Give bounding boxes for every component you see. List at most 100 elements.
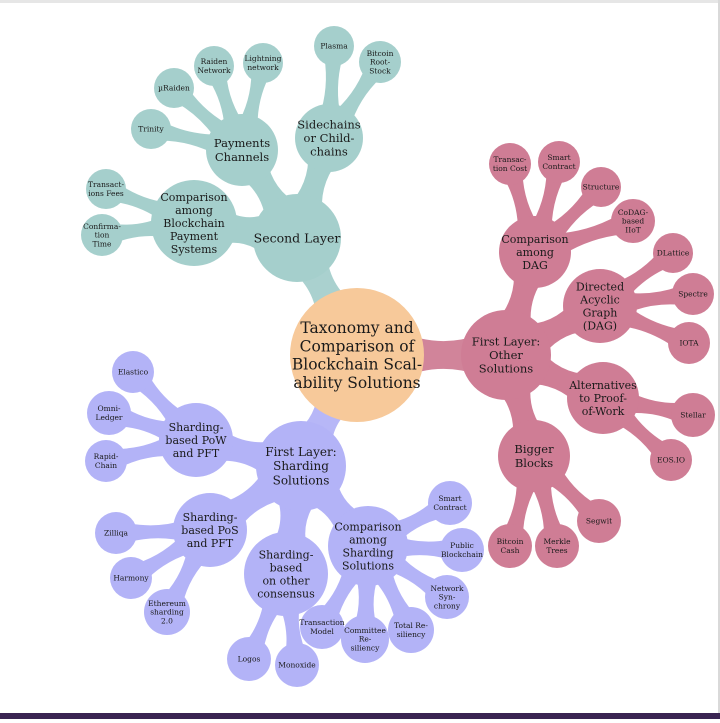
node-circle bbox=[671, 393, 715, 437]
node-label: Harmony bbox=[113, 574, 149, 583]
node-circle bbox=[668, 322, 710, 364]
node-circle bbox=[611, 199, 655, 243]
node-circle bbox=[154, 68, 194, 108]
node-circle bbox=[131, 109, 171, 149]
node-label: Transact-ions Fees bbox=[88, 180, 124, 198]
node-circle bbox=[112, 351, 154, 393]
node-iota: IOTA bbox=[668, 322, 710, 364]
node-label: Omni-Ledger bbox=[95, 404, 122, 422]
node-omni-ledger: Omni-Ledger bbox=[87, 391, 131, 435]
node-circle bbox=[244, 532, 328, 616]
node-label: µRaiden bbox=[158, 84, 190, 93]
taskbar-strip bbox=[0, 713, 720, 719]
node-trinity: Trinity bbox=[131, 109, 171, 149]
node-circle bbox=[256, 421, 346, 511]
node-label: Second Layer bbox=[254, 230, 341, 245]
node-elastico: Elastico bbox=[112, 351, 154, 393]
node-circle bbox=[144, 589, 190, 635]
node-label: Spectre bbox=[678, 290, 708, 299]
node-circle bbox=[653, 233, 693, 273]
node-label: Transac-tion Cost bbox=[493, 155, 527, 173]
node-circle bbox=[328, 506, 408, 586]
node-circle bbox=[85, 440, 127, 482]
node-µraiden: µRaiden bbox=[154, 68, 194, 108]
node-label: Rapid-Chain bbox=[94, 452, 119, 470]
node-circle bbox=[110, 557, 152, 599]
node-circle bbox=[87, 391, 131, 435]
node-circle bbox=[81, 214, 123, 256]
node-stellar: Stellar bbox=[671, 393, 715, 437]
node-dlattice: DLattice bbox=[653, 233, 693, 273]
node-circle bbox=[428, 481, 472, 525]
node-second-layer: Second Layer bbox=[253, 194, 341, 282]
node-circle bbox=[227, 637, 271, 681]
node-circle bbox=[86, 169, 126, 209]
window-top-border bbox=[0, 0, 720, 3]
node-circle bbox=[538, 141, 580, 183]
node-harmony: Harmony bbox=[110, 557, 152, 599]
node-circle bbox=[206, 114, 278, 186]
node-circle bbox=[489, 143, 531, 185]
node-monoxide: Monoxide bbox=[275, 643, 319, 687]
node-transactions-fees: Transact-ions Fees bbox=[86, 169, 126, 209]
node-label: Zilliqa bbox=[104, 529, 129, 538]
node-label: Structure bbox=[583, 183, 620, 192]
node-label: Total Re-siliency bbox=[394, 621, 428, 639]
node-circle bbox=[341, 615, 389, 663]
node-circle bbox=[388, 607, 434, 653]
node-label: Plasma bbox=[320, 42, 348, 51]
node-structure: Structure bbox=[581, 167, 621, 207]
node-circle bbox=[650, 439, 692, 481]
node-label: IOTA bbox=[679, 339, 699, 348]
node-transaction-cost: Transac-tion Cost bbox=[489, 143, 531, 185]
connector bbox=[128, 519, 189, 543]
node-circle bbox=[359, 41, 401, 83]
node-circle bbox=[672, 273, 714, 315]
connector bbox=[319, 57, 343, 119]
node-circle bbox=[563, 269, 637, 343]
node-label: DLattice bbox=[657, 249, 690, 258]
node-label: Segwit bbox=[586, 517, 612, 526]
node-circle bbox=[577, 499, 621, 543]
node-circle bbox=[151, 180, 237, 266]
node-label: Monoxide bbox=[278, 661, 316, 670]
node-circle bbox=[314, 26, 354, 66]
node-zilliqa: Zilliqa bbox=[95, 512, 137, 554]
